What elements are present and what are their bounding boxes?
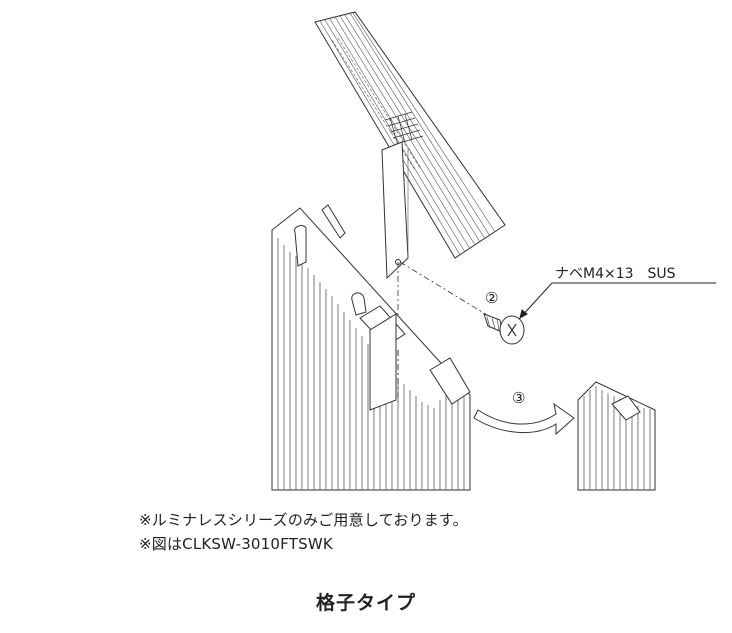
- assembly-diagram: ② ナベM4×13 SUS ③: [271, 11, 716, 491]
- step-3-label: ③: [512, 389, 525, 407]
- note-model-number: ※図はCLKSW-3010FTSWK: [139, 535, 333, 553]
- screw-icon: [483, 313, 525, 345]
- connector-plate: [381, 141, 409, 280]
- note-series-availability: ※ルミナレスシリーズのみご用意しております。: [139, 511, 468, 529]
- screw-leader: [519, 282, 716, 320]
- post-profile-right: [577, 381, 656, 491]
- louver-panel: [314, 11, 506, 259]
- step-2-label: ②: [485, 289, 498, 307]
- screw-spec-label: ナベM4×13 SUS: [555, 266, 676, 282]
- diagram-caption: 格子タイプ: [315, 592, 416, 614]
- post-profile-left: [271, 204, 471, 491]
- rotate-arrow-icon: [473, 402, 575, 436]
